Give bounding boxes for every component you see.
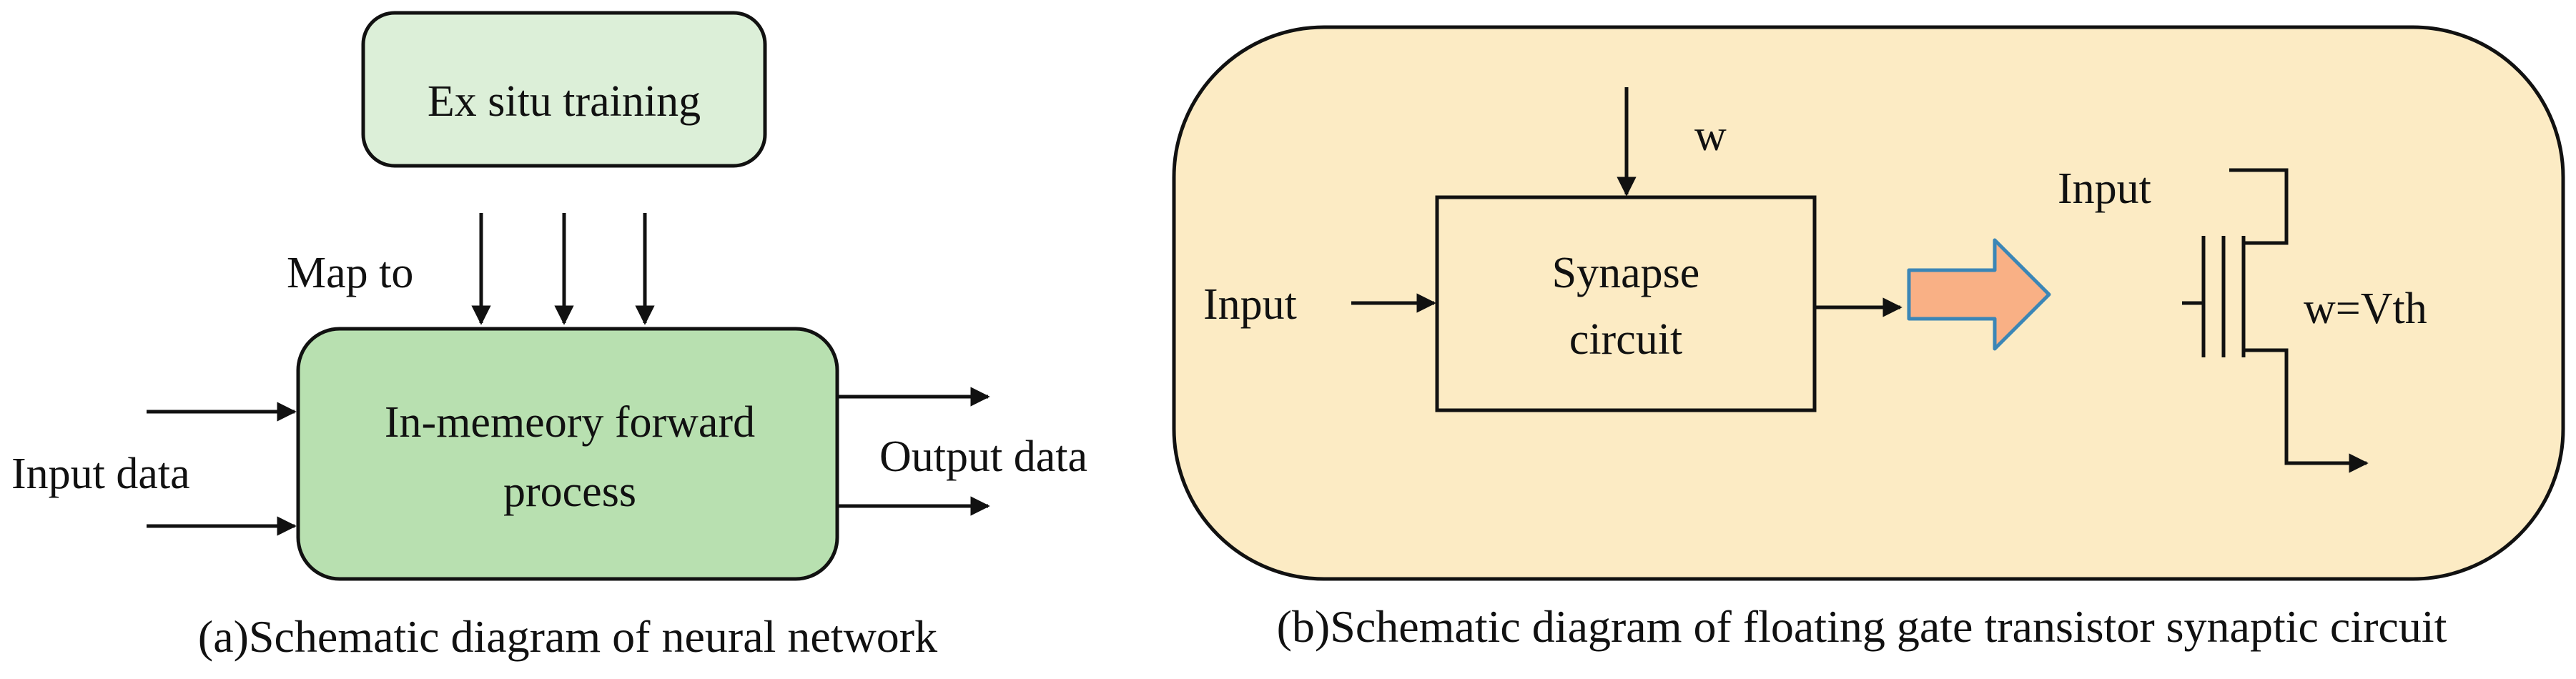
forward-process-box [296,327,839,581]
forward-box-label-line2: process [503,467,636,516]
map-to-label: Map to [287,249,413,297]
synapse-label-line2: circuit [1569,315,1682,364]
transistor-input-label: Input [2058,164,2151,213]
synapse-input-label: Input [1203,280,1297,329]
synapse-label-line1: Synapse [1552,249,1700,297]
synapse-circuit-box [1435,195,1817,412]
transistor-w-vth-label: w=Vth [2304,284,2427,333]
training-box-label: Ex situ training [428,77,701,126]
caption-b: (b)Schematic diagram of floating gate tr… [1277,601,2447,652]
panel-b-background [1172,25,2565,581]
panel-a: Ex situ training Map to In-memeory forwa… [11,11,1087,662]
forward-box-label-line1: In-memeory forward [385,398,755,447]
drain-lead [2229,168,2289,245]
equivalence-arrow [1907,238,2051,351]
panel-b: w Synapse circuit Input Input w=Vth (b)S… [1172,25,2565,652]
training-box [361,11,767,168]
caption-a: (a)Schematic diagram of neural network [198,611,937,662]
output-data-label: Output data [879,432,1087,481]
w-label: w [1694,111,1727,160]
input-data-label: Input data [11,450,190,498]
floating-gate-transistor-symbol [2182,168,2369,473]
source-lead [2244,348,2369,473]
